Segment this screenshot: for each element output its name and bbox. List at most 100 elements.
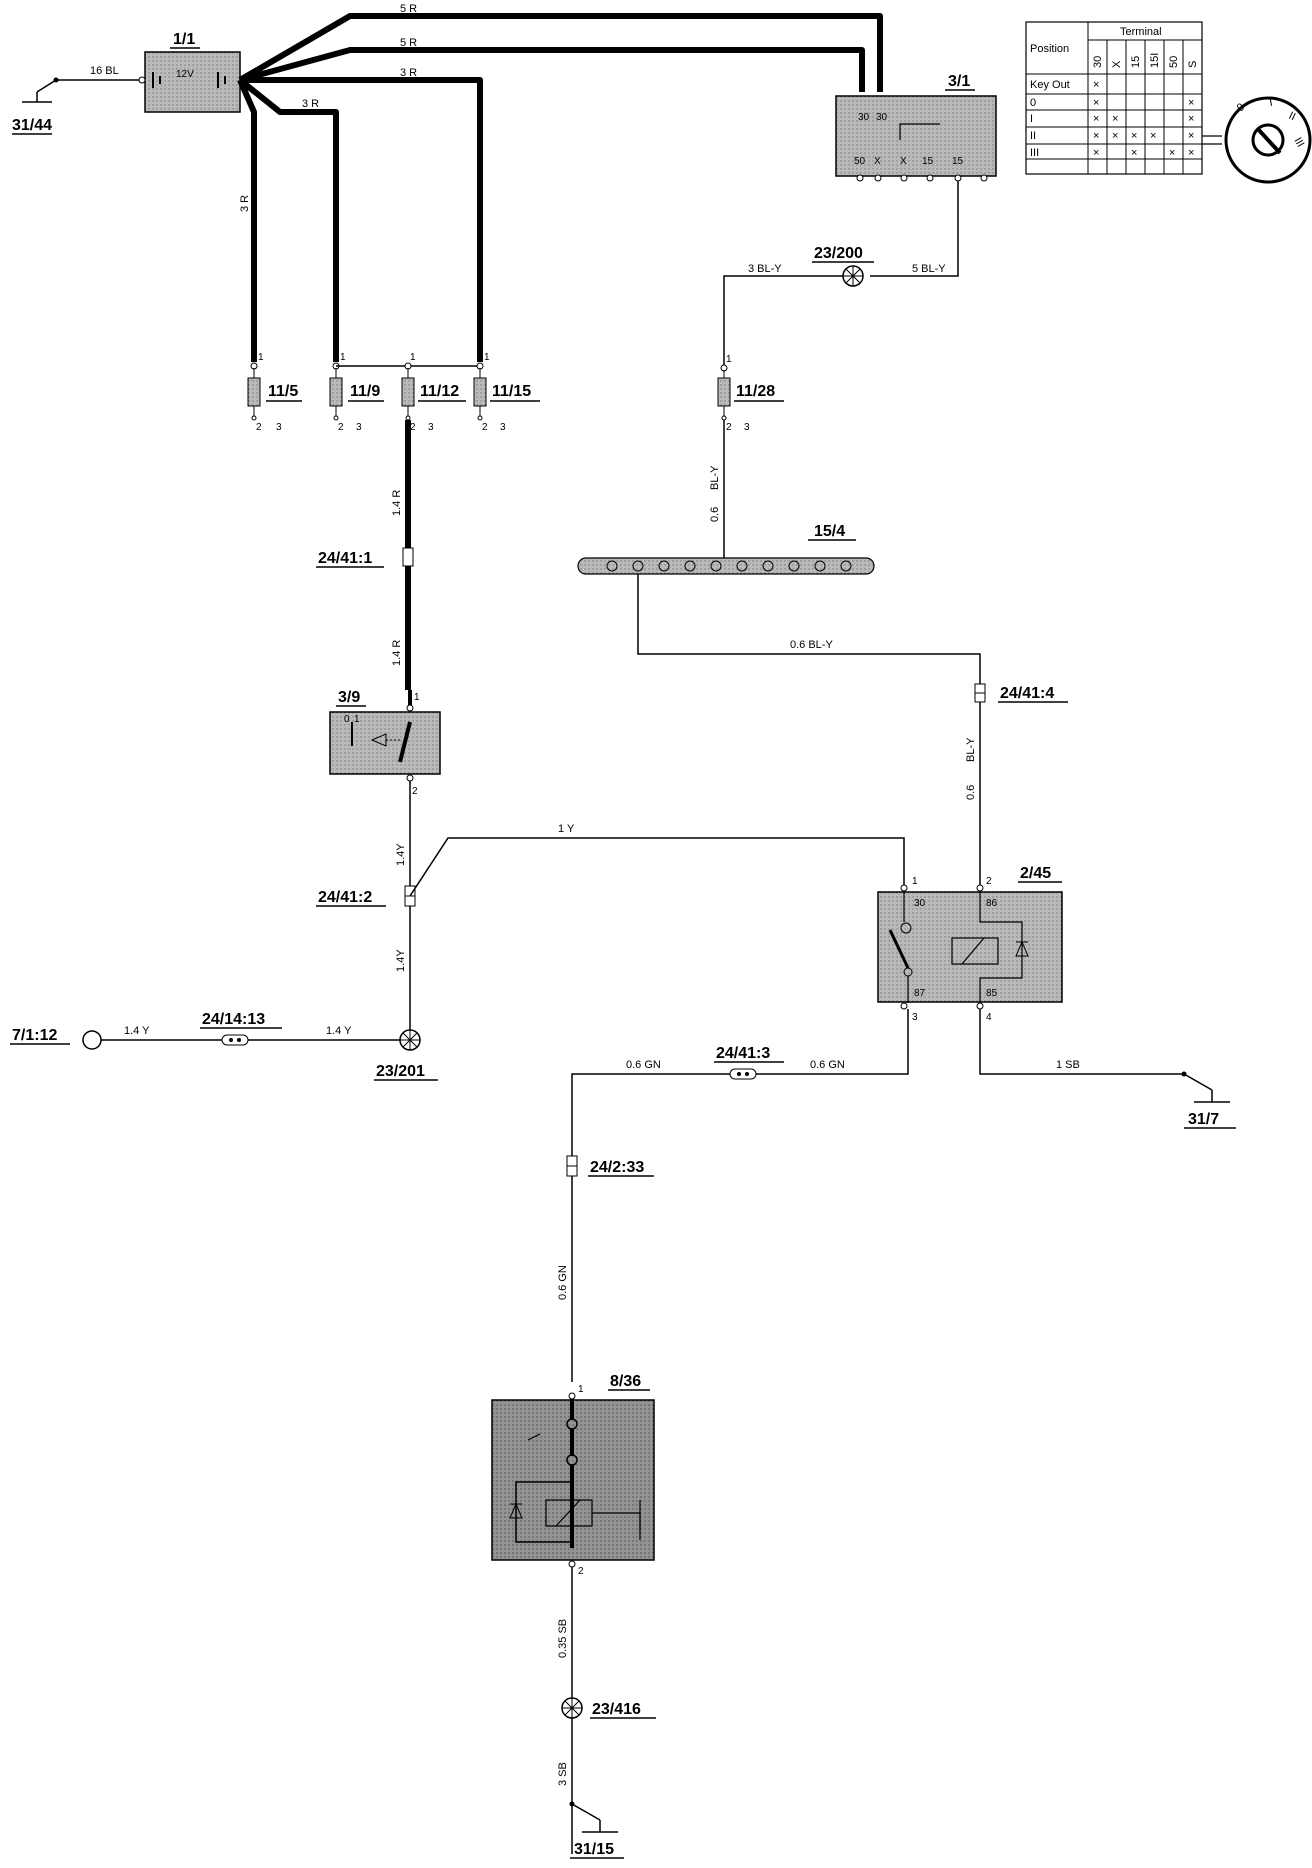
svg-text:87: 87 [914,988,926,999]
wire-1sb [979,1009,1184,1075]
table-row-label: I [1030,113,1033,125]
battery-feeds [237,13,883,362]
svg-text:30: 30 [914,898,926,909]
wire-035sb-label: 0.35 SB [557,1619,569,1658]
svg-text:0: 0 [344,714,350,725]
connector-24-2-33-label: 24/2:33 [590,1159,644,1176]
table-mark: × [1188,113,1194,125]
wire-1y-label: 1 Y [558,823,575,835]
wire-06bly-horizontal [637,574,981,684]
wire-06gn-label-a: 0.6 GN [626,1059,661,1071]
table-mark: × [1093,113,1099,125]
connector-24-14-13: 24/14:13 [200,1011,282,1046]
ground-31-44-label: 31/44 [12,117,52,134]
svg-text:1: 1 [484,352,490,363]
svg-text:2: 2 [338,422,344,433]
table-mark: × [1093,97,1099,109]
svg-text:2: 2 [578,1566,584,1577]
ground-31-15: 31/15 [569,1801,624,1859]
wire-14y-label-c: 1.4 Y [124,1025,150,1037]
fuse-11-12: 1 2 3 11/12 [336,352,480,433]
table-mark: × [1112,113,1118,125]
table-row-label: Key Out [1030,79,1070,91]
wire-bly-label-b: BL-Y [965,737,977,762]
svg-text:1: 1 [258,352,264,363]
ignition-switch-3-1-label: 3/1 [948,73,970,90]
switch-3-9: 0 1 1 2 3/9 [329,689,441,797]
wire-3r-label-3: 3 R [239,195,251,212]
table-terminal-header: Terminal [1120,26,1162,38]
connector-24-41-3-label: 24/41:3 [716,1045,770,1062]
fuse-11-12-label: 11/12 [420,383,459,400]
ignition-switch-3-1: 30 30 50 X X 15 15 3/1 [835,73,997,182]
svg-text:3: 3 [912,1012,918,1023]
wire-5bly [870,181,959,277]
fuse-11-9: 1 2 3 11/9 [329,352,384,433]
wire-5r-label-2: 5 R [400,37,417,49]
table-mark: × [1112,130,1118,142]
ground-31-15-label: 31/15 [574,1841,614,1858]
wire-06-label-a: 0.6 [709,507,721,522]
component-8-36: 1 2 8/36 [491,1373,655,1577]
ignition-key-icon: 0 I II III [1202,96,1312,184]
svg-text:30: 30 [858,112,870,123]
splice-23-200-label: 23/200 [814,245,863,262]
fuse-11-5: 1 2 3 11/5 [247,352,302,433]
wire-3bly-label: 3 BL-Y [748,263,782,275]
wire-14r-label-a: 1.4 R [391,490,403,516]
svg-text:2: 2 [412,786,418,797]
connector-24-41-4-label: 24/41:4 [1000,685,1054,702]
table-column-header: 15I [1149,53,1161,68]
wire-06gn-label-c: 0.6 GN [557,1265,569,1300]
connector-7-1-12: 7/1:12 [10,1027,102,1050]
svg-text:4: 4 [986,1012,992,1023]
svg-text:3: 3 [500,422,506,433]
wire-14y-label-a: 1.4Y [395,843,407,866]
fuse-11-28-label: 11/28 [736,383,775,400]
ground-31-44: 31/44 [12,77,140,135]
svg-text:X: X [874,156,881,167]
wire-06gn-label-b: 0.6 GN [810,1059,845,1071]
table-column-header: 15 [1130,56,1142,68]
connector-24-2-33: 24/2:33 [566,1155,654,1177]
fuse-11-15: 1 2 3 11/15 [473,352,540,433]
bus-15-4: 15/4 [577,523,875,575]
table-row-label: II [1030,130,1036,142]
svg-text:1: 1 [410,352,416,363]
connector-24-41-4: 24/41:4 [974,683,1068,703]
battery-voltage: 12V [176,69,194,80]
relay-2-45-label: 2/45 [1020,865,1051,882]
svg-text:30: 30 [876,112,888,123]
wire-3sb-label: 3 SB [557,1762,569,1786]
svg-text:2: 2 [482,422,488,433]
svg-text:X: X [900,156,907,167]
svg-text:0: 0 [1235,101,1247,114]
wire-1sb-label: 1 SB [1056,1059,1080,1071]
wire-3bly [723,275,843,368]
table-mark: × [1131,130,1137,142]
table-mark: × [1093,79,1099,91]
svg-text:3: 3 [276,422,282,433]
splice-23-201: 23/201 [374,1029,438,1081]
svg-text:50: 50 [854,156,866,167]
table-mark: × [1169,147,1175,159]
svg-text:2: 2 [986,876,992,887]
component-8-36-label: 8/36 [610,1373,641,1390]
svg-text:85: 85 [986,988,998,999]
table-mark: × [1093,130,1099,142]
wire-06bly-label: 0.6 BL-Y [790,639,833,651]
svg-text:3: 3 [356,422,362,433]
splice-23-200: 23/200 [812,245,874,287]
fuse-11-28: 1 2 3 11/28 [717,354,784,433]
svg-text:3: 3 [744,422,750,433]
wire-1y [409,837,905,897]
wire-3r-label-2: 3 R [302,98,319,110]
svg-text:1: 1 [414,692,420,703]
switch-3-9-label: 3/9 [338,689,360,706]
table-column-header: 30 [1092,56,1104,68]
wire-14y-label-d: 1.4 Y [326,1025,352,1037]
table-column-header: 50 [1168,56,1180,68]
table-mark: × [1093,147,1099,159]
